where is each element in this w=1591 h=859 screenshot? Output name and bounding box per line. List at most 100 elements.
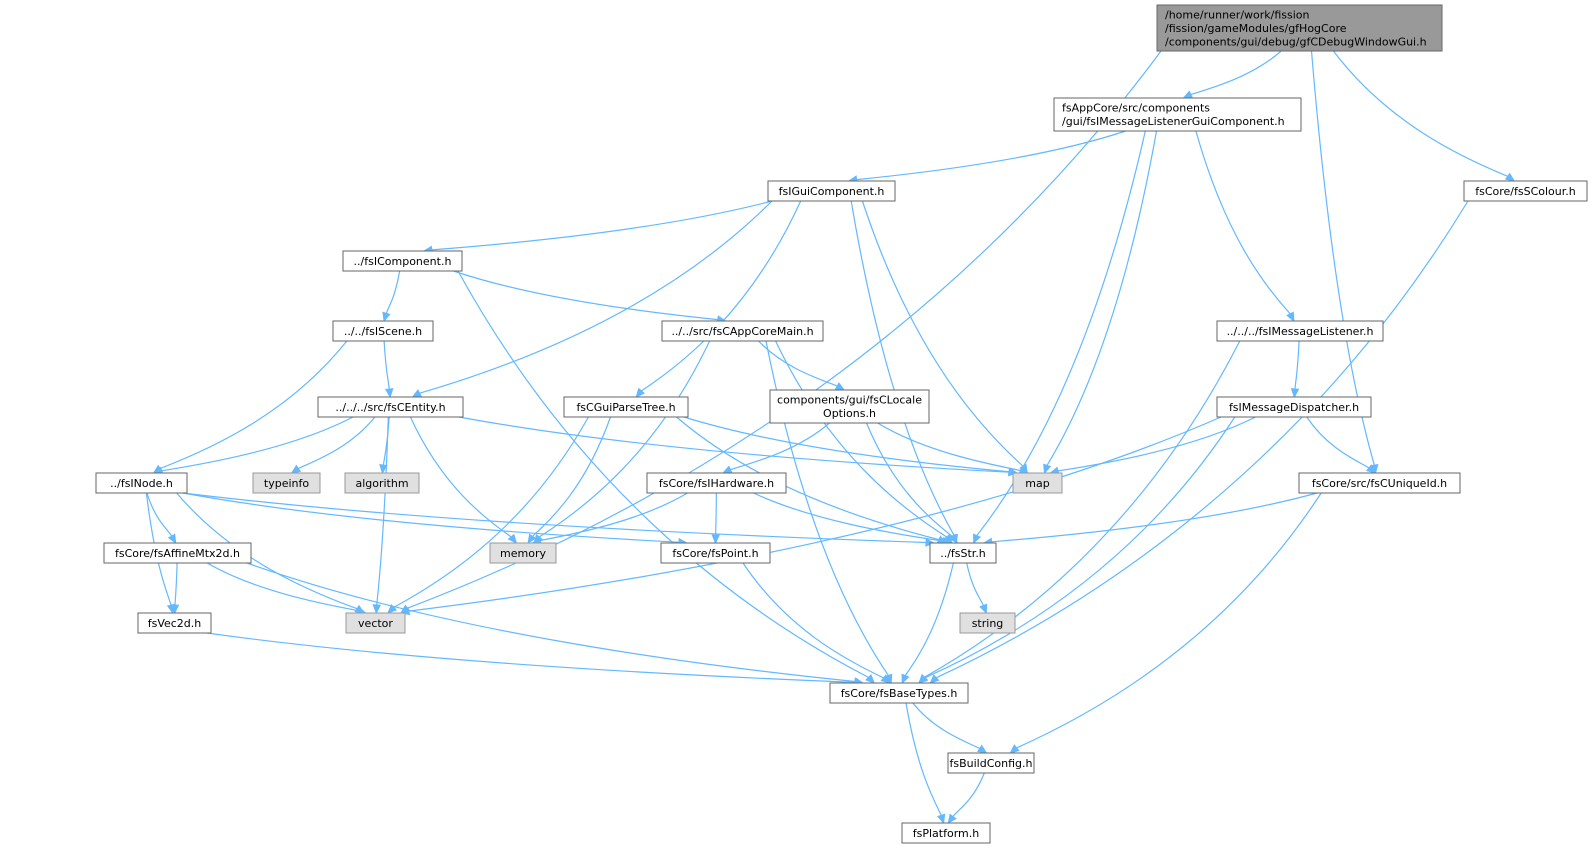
node-centity[interactable]: ../../../src/fsCEntity.h bbox=[317, 396, 464, 418]
node-iscene[interactable]: ../../fsIScene.h bbox=[332, 320, 434, 342]
node-label-gui_component-1: fsIGuiComponent.h bbox=[779, 185, 885, 198]
node-root[interactable]: /home/runner/work/fission/fission/gameMo… bbox=[1156, 4, 1443, 52]
node-box-appcoremain bbox=[661, 320, 824, 342]
node-box-vec2d bbox=[137, 612, 212, 634]
edge-cuniqueid-to-str bbox=[991, 492, 1318, 543]
node-box-buildconfig bbox=[947, 752, 1035, 774]
node-ihardware[interactable]: fsCore/fsIHardware.h bbox=[646, 472, 787, 494]
node-box-inode bbox=[95, 472, 188, 494]
node-point[interactable]: fsCore/fsPoint.h bbox=[660, 542, 771, 564]
node-label-centity-1: ../../../src/fsCEntity.h bbox=[335, 401, 445, 414]
edge-inode-to-point bbox=[182, 492, 679, 543]
node-label-buildconfig-1: fsBuildConfig.h bbox=[950, 757, 1033, 770]
node-basetypes[interactable]: fsCore/fsBaseTypes.h bbox=[829, 682, 969, 704]
node-label-point-1: fsCore/fsPoint.h bbox=[672, 547, 758, 560]
edge-gui_component-to-icomponent bbox=[431, 200, 773, 251]
arrowhead-centity-to-memory bbox=[507, 533, 518, 544]
node-box-ihardware bbox=[646, 472, 787, 494]
arrowhead-guiparsetree-to-vector bbox=[387, 604, 398, 614]
node-box-gui_component bbox=[767, 180, 896, 202]
arrowhead-root-to-listener_gui bbox=[1182, 90, 1194, 99]
node-gui_component[interactable]: fsIGuiComponent.h bbox=[767, 180, 896, 202]
arrowhead-appcoremain-to-localeoptions bbox=[834, 382, 846, 391]
edge-str-to-string bbox=[966, 562, 984, 606]
edge-affinemtx-to-basetypes bbox=[246, 562, 856, 683]
arrowhead-centity-to-algorithm bbox=[379, 464, 388, 475]
edge-inode-to-str bbox=[182, 492, 927, 544]
node-imessagelistener[interactable]: ../../../fsIMessageListener.h bbox=[1216, 320, 1384, 342]
node-label-inode-1: ../fsINode.h bbox=[110, 477, 173, 490]
node-guiparsetree[interactable]: fsCGuiParseTree.h bbox=[563, 396, 689, 418]
edge-point-to-basetypes bbox=[742, 562, 884, 679]
node-string: string bbox=[959, 612, 1016, 634]
edge-inode-to-vec2d bbox=[145, 492, 172, 606]
node-buildconfig[interactable]: fsBuildConfig.h bbox=[947, 752, 1035, 774]
node-cuniqueid[interactable]: fsCore/src/fsCUniqueId.h bbox=[1298, 472, 1461, 494]
node-label-imessagelistener-1: ../../../fsIMessageListener.h bbox=[1227, 325, 1374, 338]
edge-messagedispatcher-to-cuniqueid bbox=[1306, 416, 1370, 469]
node-messagedispatcher[interactable]: fsIMessageDispatcher.h bbox=[1216, 396, 1372, 418]
node-box-string bbox=[959, 612, 1016, 634]
node-label-root-1: /home/runner/work/fission bbox=[1165, 8, 1310, 21]
node-box-scolour bbox=[1463, 180, 1588, 202]
edge-localeoptions-to-ihardware bbox=[730, 422, 830, 471]
node-algorithm: algorithm bbox=[344, 472, 420, 494]
edge-str-to-basetypes bbox=[904, 562, 954, 676]
node-label-typeinfo-1: typeinfo bbox=[264, 477, 309, 490]
arrowhead-localeoptions-to-ihardware bbox=[721, 465, 733, 474]
node-icomponent[interactable]: ../fsIComponent.h bbox=[342, 250, 463, 272]
edge-icomponent-to-appcoremain bbox=[453, 270, 718, 321]
node-box-root bbox=[1156, 4, 1443, 52]
arrowhead-gui_component-to-centity bbox=[411, 389, 422, 398]
arrowhead-listener_gui-to-imessagelistener bbox=[1286, 311, 1295, 323]
node-label-vector-1: vector bbox=[358, 617, 393, 630]
edge-gui_component-to-map bbox=[861, 200, 1024, 467]
edge-guiparsetree-to-str bbox=[676, 416, 940, 541]
node-inode[interactable]: ../fsINode.h bbox=[95, 472, 188, 494]
node-scolour[interactable]: fsCore/fsSColour.h bbox=[1463, 180, 1588, 202]
arrowhead-inode-to-affinemtx bbox=[167, 533, 177, 545]
node-str[interactable]: ../fsStr.h bbox=[929, 542, 997, 564]
arrowhead-str-to-basetypes bbox=[901, 673, 910, 685]
edge-listener_gui-to-str bbox=[976, 130, 1146, 536]
arrowhead-listener_gui-to-map bbox=[1043, 463, 1052, 475]
arrowhead-icomponent-to-basetypes bbox=[865, 674, 876, 684]
edge-guiparsetree-to-map bbox=[683, 416, 1010, 473]
edge-vec2d-to-basetypes bbox=[206, 632, 855, 683]
arrowhead-point-to-basetypes bbox=[880, 674, 891, 684]
node-box-map bbox=[1012, 472, 1063, 494]
arrowhead-imessagelistener-to-messagedispatcher bbox=[1290, 388, 1300, 399]
node-label-root-2: /fission/gameModules/gfHogCore bbox=[1165, 22, 1347, 35]
node-map: map bbox=[1012, 472, 1063, 494]
edge-affinemtx-to-vec2d bbox=[174, 562, 178, 606]
node-label-iscene-1: ../../fsIScene.h bbox=[344, 325, 422, 338]
node-box-cuniqueid bbox=[1298, 472, 1461, 494]
node-box-localeoptions bbox=[769, 389, 930, 424]
edge-listener_gui-to-gui_component bbox=[856, 130, 1126, 181]
node-affinemtx[interactable]: fsCore/fsAffineMtx2d.h bbox=[103, 542, 252, 564]
edge-affinemtx-to-vector bbox=[206, 562, 359, 612]
node-appcoremain[interactable]: ../../src/fsCAppCoreMain.h bbox=[661, 320, 824, 342]
node-box-affinemtx bbox=[103, 542, 252, 564]
node-label-platform-1: fsPlatform.h bbox=[913, 827, 979, 840]
edge-ihardware-to-point bbox=[715, 492, 717, 536]
edge-guiparsetree-to-memory bbox=[532, 416, 612, 537]
edge-root-to-scolour bbox=[1332, 50, 1508, 177]
edge-listener_gui-to-imessagelistener bbox=[1195, 130, 1291, 315]
edge-messagedispatcher-to-basetypes bbox=[924, 416, 1236, 679]
edge-guiparsetree-to-vector bbox=[393, 416, 589, 608]
arrowhead-gui_component-to-guiparsetree bbox=[635, 387, 646, 398]
arrowhead-messagedispatcher-to-cuniqueid bbox=[1365, 464, 1377, 474]
node-vec2d[interactable]: fsVec2d.h bbox=[137, 612, 212, 634]
edge-iscene-to-inode bbox=[159, 340, 348, 470]
node-platform[interactable]: fsPlatform.h bbox=[901, 822, 991, 844]
node-label-messagedispatcher-1: fsIMessageDispatcher.h bbox=[1229, 401, 1359, 414]
node-label-algorithm-1: algorithm bbox=[355, 477, 408, 490]
edge-ihardware-to-str bbox=[753, 492, 943, 542]
node-label-guiparsetree-1: fsCGuiParseTree.h bbox=[576, 401, 675, 414]
arrowhead-buildconfig-to-platform bbox=[947, 813, 957, 825]
node-listener_gui[interactable]: fsAppCore/src/components/gui/fsIMessageL… bbox=[1053, 97, 1302, 132]
node-box-listener_gui bbox=[1053, 97, 1302, 132]
